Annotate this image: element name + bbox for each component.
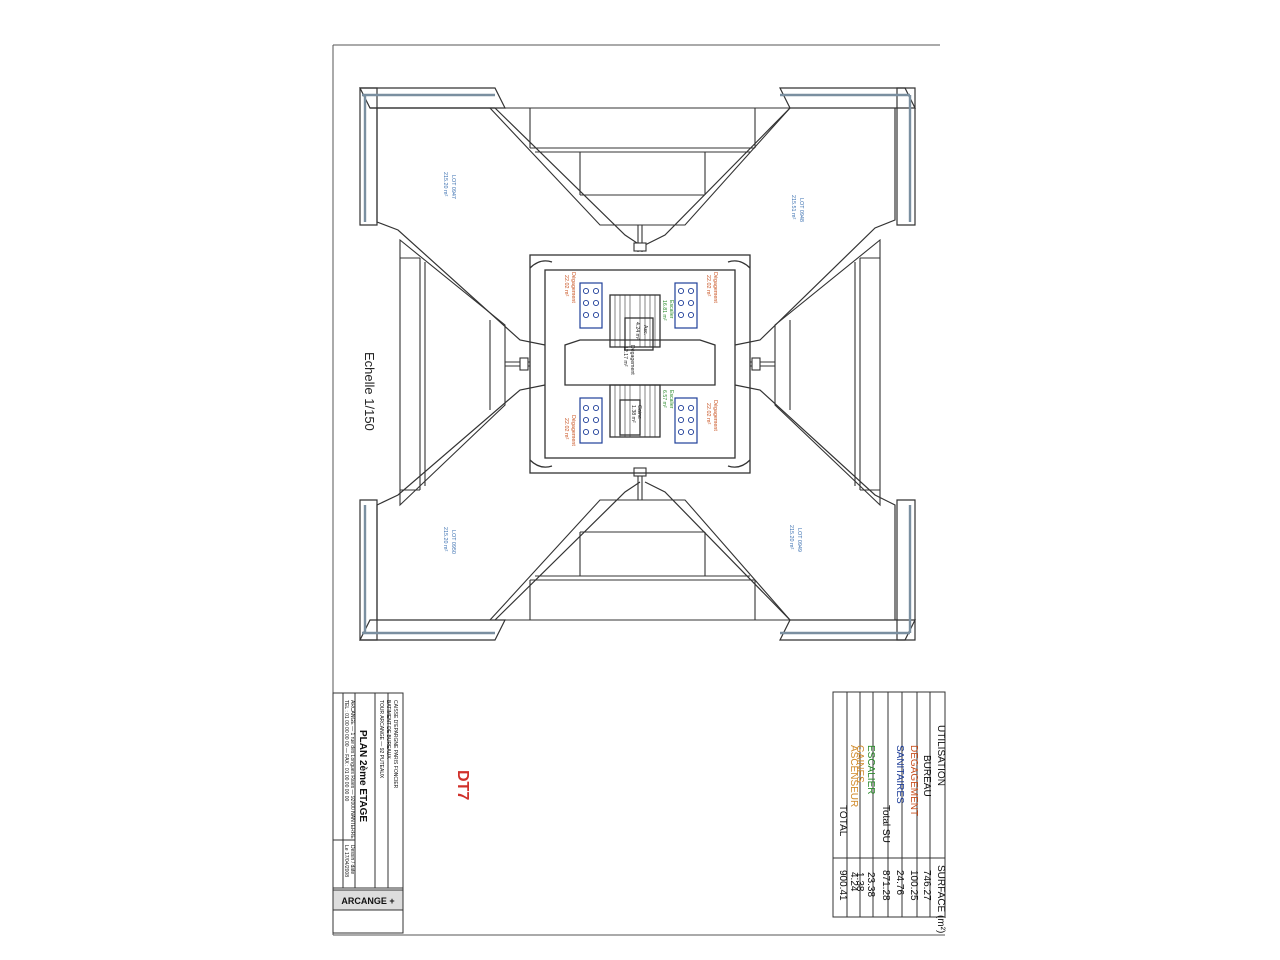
title-block-line-5: TEL : 01 00 00 00 00 — FAX : 01 00 00 00… bbox=[343, 700, 349, 801]
stair-top-area: 16.81 m² bbox=[661, 300, 667, 321]
title-block-line-6: Dessin / date bbox=[349, 845, 355, 874]
wing-bottom-right bbox=[644, 384, 916, 641]
summary-row-value-7: 900.41 bbox=[837, 870, 848, 901]
summary-row-label-5: GAINES bbox=[854, 745, 865, 783]
plan-title: PLAN 2ème ETAGE bbox=[357, 730, 368, 822]
lot-label-0950-id: LOT 0950 bbox=[450, 530, 456, 554]
core bbox=[529, 254, 751, 474]
summary-row-value-4: 23.38 bbox=[865, 872, 876, 897]
lot-label-0947-area: 215.20 m² bbox=[442, 172, 448, 196]
summary-row-label-6: ASCENSEUR bbox=[848, 745, 859, 807]
deg-tr-name: Dégagement bbox=[712, 272, 718, 303]
deg-bl-name: Dégagement bbox=[570, 415, 576, 446]
lot-labels: LOT 0947 215.20 m² LOT 0948 215.51 m² LO… bbox=[442, 172, 804, 554]
deg-tr-area: 22.02 m² bbox=[705, 275, 711, 296]
lot-label-0950-area: 215.20 m² bbox=[442, 527, 448, 551]
title-block-line-3: TOUR ARCANGE — 92 PUTEAUX bbox=[378, 700, 384, 779]
summary-row-value-2: 24.76 bbox=[894, 870, 905, 895]
gaine-area: 1.38 m² bbox=[630, 405, 636, 423]
lot-label-0949-id: LOT 0949 bbox=[796, 528, 802, 552]
atrium-left bbox=[399, 238, 506, 507]
title-block bbox=[332, 692, 404, 934]
gaine-name: Gaine bbox=[636, 405, 642, 419]
title-block-line-4: ARCANGE — 1 rue des Longues Raies — 9200… bbox=[349, 700, 355, 839]
summary-row-value-6: 4.24 bbox=[848, 872, 859, 892]
summary-header-value: SURFACE (m²) bbox=[935, 865, 946, 933]
stair-top-name: Escalier bbox=[668, 300, 674, 319]
wing-bottom-left bbox=[359, 384, 641, 641]
stamp-dt7: DT7 bbox=[454, 770, 471, 800]
title-block-line-1: CAISSE D'EPARGNE PARIS FONCIER bbox=[392, 700, 398, 789]
asc-name: Asc. bbox=[642, 325, 648, 335]
lot-label-0947-id: LOT 0947 bbox=[450, 175, 456, 199]
lot-label-0949-area: 215.20 m² bbox=[788, 525, 794, 549]
deg-tl-name: Dégagement bbox=[570, 272, 576, 303]
stair-bot-name: Escalier bbox=[668, 390, 674, 409]
summary-header-label: UTILISATION bbox=[935, 725, 946, 786]
deg-center-name: Dégagement bbox=[629, 345, 635, 375]
summary-table bbox=[832, 691, 946, 918]
summary-row-label-7: TOTAL bbox=[837, 805, 848, 837]
logo-box bbox=[332, 889, 404, 911]
summary-row-label-4: ESCALIER bbox=[865, 745, 876, 794]
title-block-line-2: BATIMENT DE BUREAUX bbox=[385, 700, 391, 759]
deg-br-name: Dégagement bbox=[712, 400, 718, 431]
core-labels: Dégagement 22.02 m² Dégagement 22.02 m² … bbox=[563, 272, 718, 446]
lot-label-0948-area: 215.51 m² bbox=[790, 195, 796, 219]
lot-label-0948-id: LOT 0948 bbox=[798, 198, 804, 222]
deg-center-area: 12.17 m² bbox=[622, 346, 628, 367]
connectors bbox=[505, 225, 775, 500]
scale-label: Echelle 1/150 bbox=[362, 352, 377, 431]
summary-row-value-3: 871.28 bbox=[880, 870, 891, 901]
wing-top-right bbox=[644, 87, 916, 346]
deg-tl-area: 22.02 m² bbox=[563, 275, 569, 296]
asc-area: 4.24 m² bbox=[634, 322, 640, 340]
summary-row-value-1: 100.25 bbox=[908, 870, 919, 901]
stair-bot-area: 6.57 m² bbox=[661, 390, 667, 408]
logo-text: ARCANGE + bbox=[341, 896, 394, 906]
atrium-right bbox=[774, 238, 881, 507]
summary-row-label-0: BUREAU bbox=[921, 755, 932, 797]
atrium-bottom bbox=[488, 499, 792, 621]
atrium-top bbox=[488, 107, 792, 226]
wing-top-left bbox=[359, 87, 641, 346]
deg-br-area: 22.02 m² bbox=[705, 403, 711, 424]
summary-row-label-2: SANITAIRES bbox=[894, 745, 905, 804]
summary-row-label-3: Total SU bbox=[880, 805, 891, 843]
summary-row-value-0: 746.27 bbox=[921, 870, 932, 901]
summary-row-label-1: DEGAGEMENT bbox=[908, 745, 919, 816]
title-block-text: CAISSE D'EPARGNE PARIS FONCIER BATIMENT … bbox=[343, 700, 398, 877]
title-block-line-7: Le 17/04/2008 bbox=[343, 845, 349, 877]
summary-row-value-5: 1.38 bbox=[854, 872, 865, 892]
sanitary-blocks bbox=[579, 282, 698, 444]
deg-bl-area: 22.02 m² bbox=[563, 418, 569, 439]
summary-text: UTILISATION SURFACE (m²) BUREAU 746.27 D… bbox=[837, 725, 946, 933]
